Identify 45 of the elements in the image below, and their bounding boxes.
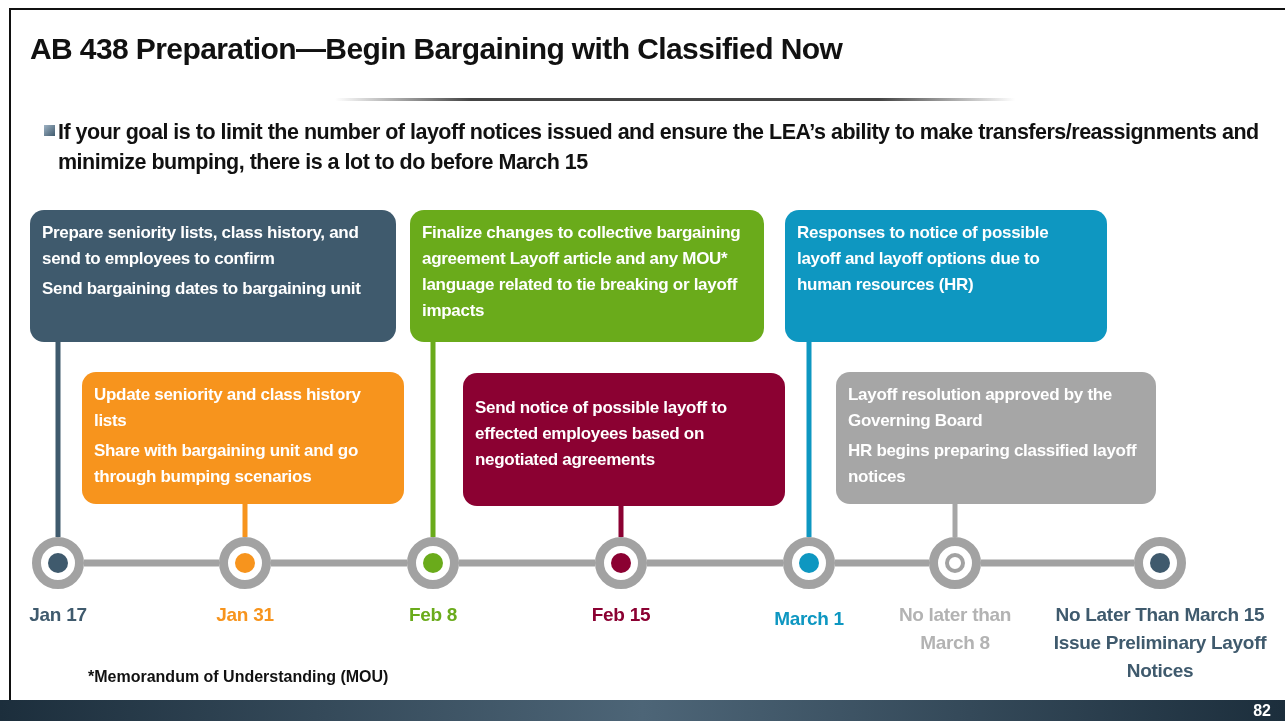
timeline-marker (595, 537, 647, 589)
connector-line (618, 506, 624, 537)
connector-line (430, 342, 436, 537)
connector-line (952, 504, 958, 537)
event-text: Share with bargaining unit and go through bumping scenarios (94, 440, 359, 488)
connector-line (242, 504, 248, 537)
event-text: Update seniority and class history lists (94, 384, 362, 432)
event-box (410, 210, 764, 342)
timeline-marker (1134, 537, 1186, 589)
date-label: No Later Than March 15 Issue Preliminary Layoff Notices (1052, 603, 1268, 683)
event-text: Prepare seniority lists, class history, and send to employees to confirm (42, 222, 360, 270)
timeline-line (835, 559, 929, 567)
timeline-line (981, 559, 1134, 567)
event-text: Layoff resolution approved by the Governing Board (848, 384, 1114, 432)
timeline-marker (929, 537, 981, 589)
timeline-line (84, 559, 219, 567)
event-box (785, 210, 1107, 342)
page-number: 82 (1253, 701, 1271, 721)
date-label: Jan 31 (215, 603, 275, 627)
footnote: *Memorandum of Understanding (MOU) (88, 668, 389, 686)
date-label: Feb 15 (590, 603, 652, 627)
connector-line (55, 342, 61, 537)
event-box (30, 210, 396, 342)
event-box (836, 372, 1156, 504)
event-box (463, 373, 785, 506)
date-label: Feb 8 (407, 603, 459, 627)
event-text: Finalize changes to collective bargaining agreement Layoff article and any MOU* language related to tie breaking or layoff impacts (422, 222, 742, 322)
timeline-marker (407, 537, 459, 589)
timeline-line (271, 559, 407, 567)
timeline-line (459, 559, 595, 567)
date-label: No later than March 8 (897, 603, 1013, 655)
timeline-marker (219, 537, 271, 589)
event-text: Send notice of possible layoff to effected employees based on negotiated agreements (475, 397, 728, 471)
connector-line (806, 342, 812, 537)
event-text: Responses to notice of possible layoff and layoff options due to human resources (HR) (797, 222, 1050, 296)
timeline-marker (32, 537, 84, 589)
timeline-marker (783, 537, 835, 589)
timeline-line (647, 559, 783, 567)
date-label: Jan 17 (28, 603, 88, 627)
event-text: HR begins preparing classified layoff notices (848, 440, 1138, 488)
date-label: March 1 (773, 607, 845, 631)
bullet-text: If your goal is to limit the number of layoff notices issued and ensure the LEA’s ability to make transfers/reassignments and minimize bumping, there is a lot to do before March 15 (58, 119, 1260, 176)
slide-title: AB 438 Preparation—Begin Bargaining with Classified Now (30, 32, 843, 66)
event-box (82, 372, 404, 504)
event-text: Send bargaining dates to bargaining unit (42, 278, 362, 300)
